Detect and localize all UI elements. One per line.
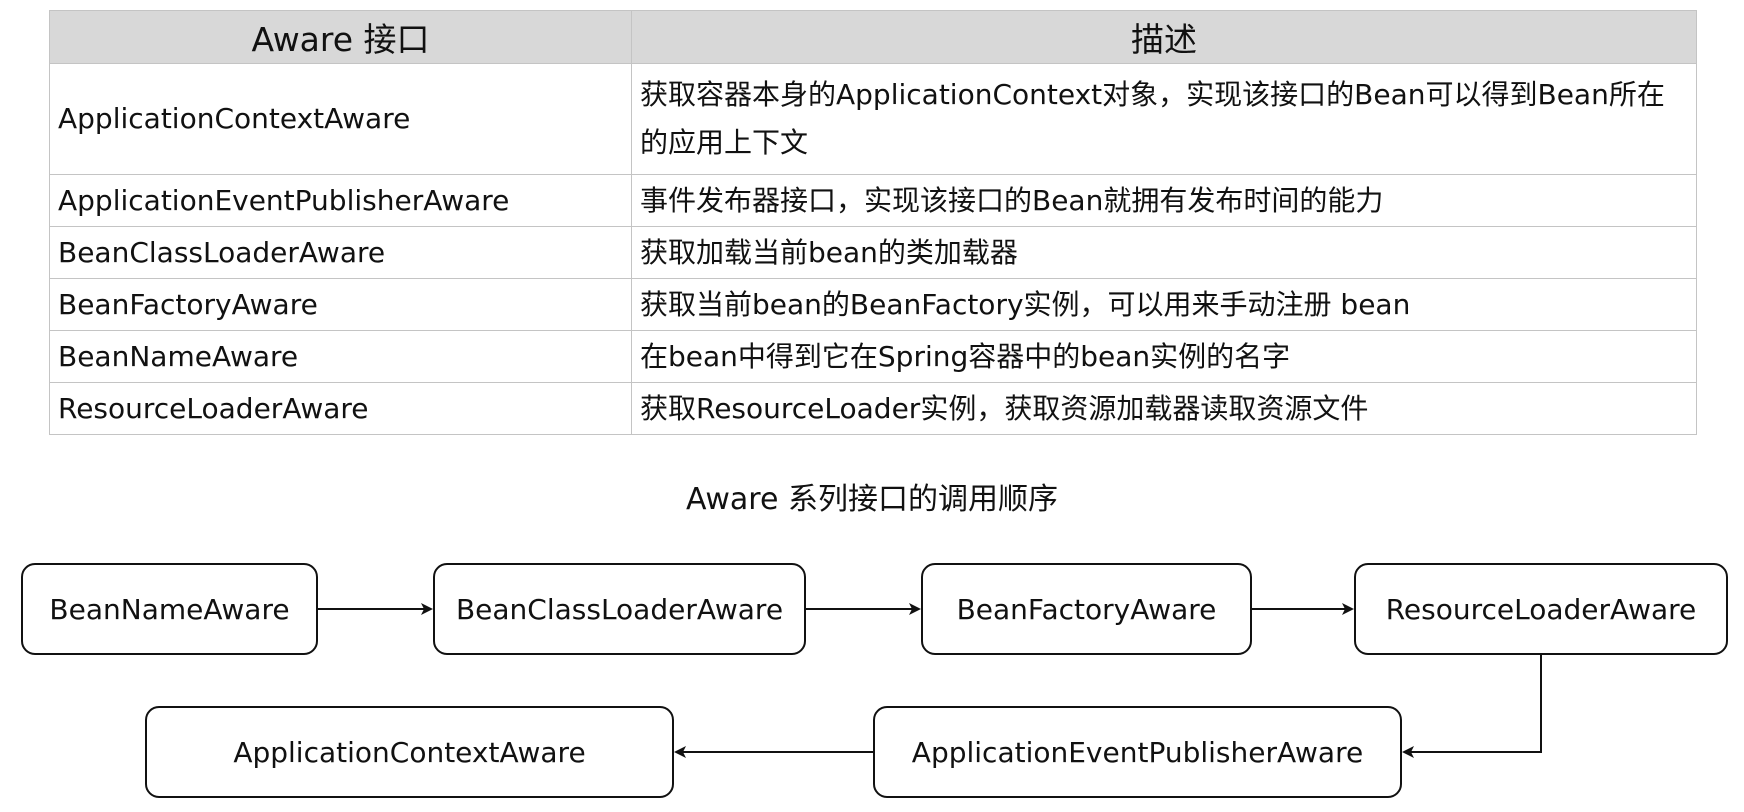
node-resource-loader-aware: ResourceLoaderAware	[1354, 563, 1728, 655]
interface-cell: BeanNameAware	[49, 330, 632, 383]
interface-cell: ApplicationContextAware	[49, 63, 632, 175]
description-cell: 在bean中得到它在Spring容器中的bean实例的名字	[631, 330, 1697, 383]
aware-interface-table: Aware 接口 描述 ApplicationContextAware 获取容器…	[49, 10, 1697, 435]
header-description: 描述	[631, 10, 1697, 64]
node-application-context-aware: ApplicationContextAware	[145, 706, 674, 798]
table-row: BeanClassLoaderAware 获取加载当前bean的类加载器	[49, 226, 1697, 279]
table-row: ApplicationEventPublisherAware 事件发布器接口，实…	[49, 174, 1697, 227]
description-cell: 获取ResourceLoader实例，获取资源加载器读取资源文件	[631, 382, 1697, 435]
node-application-event-publisher-aware: ApplicationEventPublisherAware	[873, 706, 1402, 798]
description-cell: 事件发布器接口，实现该接口的Bean就拥有发布时间的能力	[631, 174, 1697, 227]
interface-cell: ResourceLoaderAware	[49, 382, 632, 435]
description-cell: 获取当前bean的BeanFactory实例，可以用来手动注册 bean	[631, 278, 1697, 331]
table-row: ApplicationContextAware 获取容器本身的Applicati…	[49, 63, 1697, 175]
table-row: ResourceLoaderAware 获取ResourceLoader实例，获…	[49, 382, 1697, 435]
table-header-row: Aware 接口 描述	[49, 10, 1697, 64]
table-row: BeanFactoryAware 获取当前bean的BeanFactory实例，…	[49, 278, 1697, 331]
interface-cell: BeanClassLoaderAware	[49, 226, 632, 279]
table-row: BeanNameAware 在bean中得到它在Spring容器中的bean实例…	[49, 330, 1697, 383]
arrow-4-to-5	[1402, 655, 1542, 758]
diagram-title: Aware 系列接口的调用顺序	[686, 482, 1058, 517]
node-bean-class-loader-aware: BeanClassLoaderAware	[433, 563, 806, 655]
interface-cell: BeanFactoryAware	[49, 278, 632, 331]
header-interface: Aware 接口	[49, 10, 632, 64]
node-bean-factory-aware: BeanFactoryAware	[921, 563, 1252, 655]
node-bean-name-aware: BeanNameAware	[21, 563, 318, 655]
